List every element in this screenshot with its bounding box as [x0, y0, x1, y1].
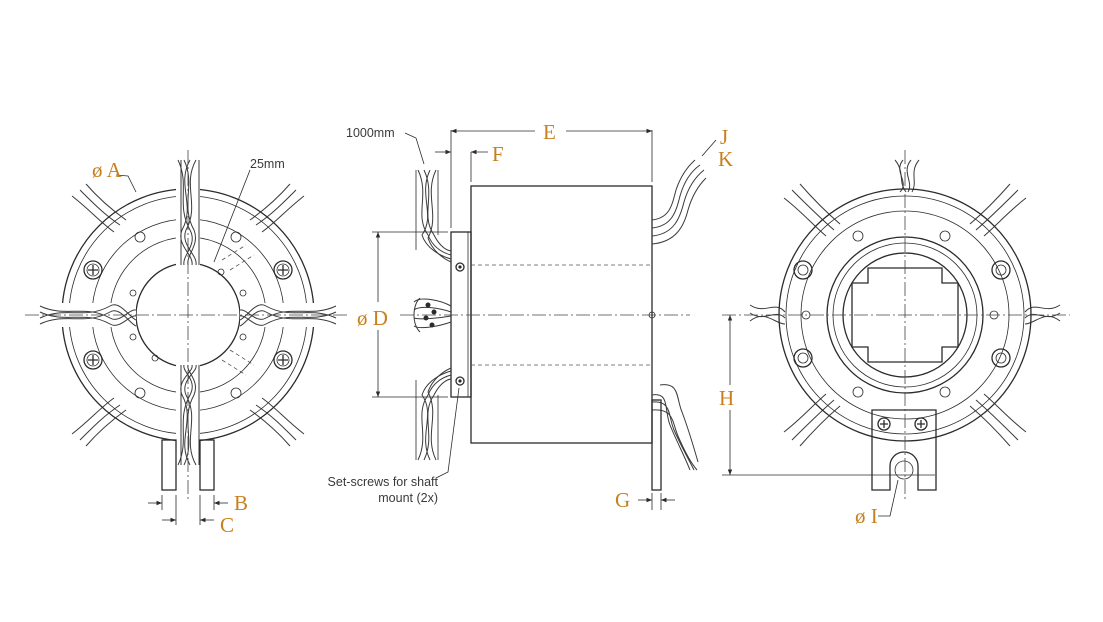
dia-a-label: ø A: [92, 158, 123, 182]
setscrew-note-line1: Set-screws for shaft: [328, 475, 439, 489]
screw-icon: [273, 350, 293, 370]
dim-k-label: K: [718, 147, 733, 171]
screw-icon: [83, 260, 103, 280]
nut-icon: [793, 260, 813, 280]
nut-icon: [991, 260, 1011, 280]
screw-icon: [83, 350, 103, 370]
screw-icon: [877, 417, 891, 431]
dim-b-label: B: [234, 491, 248, 515]
dia-d-label: ø D: [357, 306, 388, 330]
screw-icon: [914, 417, 928, 431]
side-bottom-leads: [415, 367, 452, 461]
dim-f-label: F: [492, 142, 504, 166]
dim-g-label: G: [615, 488, 630, 512]
dim-c-label: C: [220, 513, 234, 537]
setscrew-icon: [455, 262, 465, 272]
side-top-leads: [415, 169, 452, 263]
lead-length-note: 1000mm: [346, 126, 395, 140]
rear-top-bundle: [894, 159, 920, 193]
screw-icon: [273, 260, 293, 280]
hole-dim-note: 25mm: [250, 157, 285, 171]
side-view: [372, 128, 717, 510]
dia-i-label: ø I: [855, 504, 878, 528]
side-right-top-leads: [651, 159, 707, 245]
rear-diagonal-bundles: [783, 183, 1027, 447]
dim-e-label: E: [543, 120, 556, 144]
side-right-bottom-leads: [651, 384, 699, 471]
dim-j-label: J: [720, 125, 728, 149]
front-view: [25, 150, 350, 525]
nut-icon: [991, 348, 1011, 368]
dim-h-label: H: [719, 386, 734, 410]
setscrew-note-line2: mount (2x): [378, 491, 438, 505]
nut-icon: [793, 348, 813, 368]
setscrew-icon: [455, 376, 465, 386]
front-diagonal-bundles: [71, 183, 305, 447]
rear-view: [722, 150, 1070, 517]
